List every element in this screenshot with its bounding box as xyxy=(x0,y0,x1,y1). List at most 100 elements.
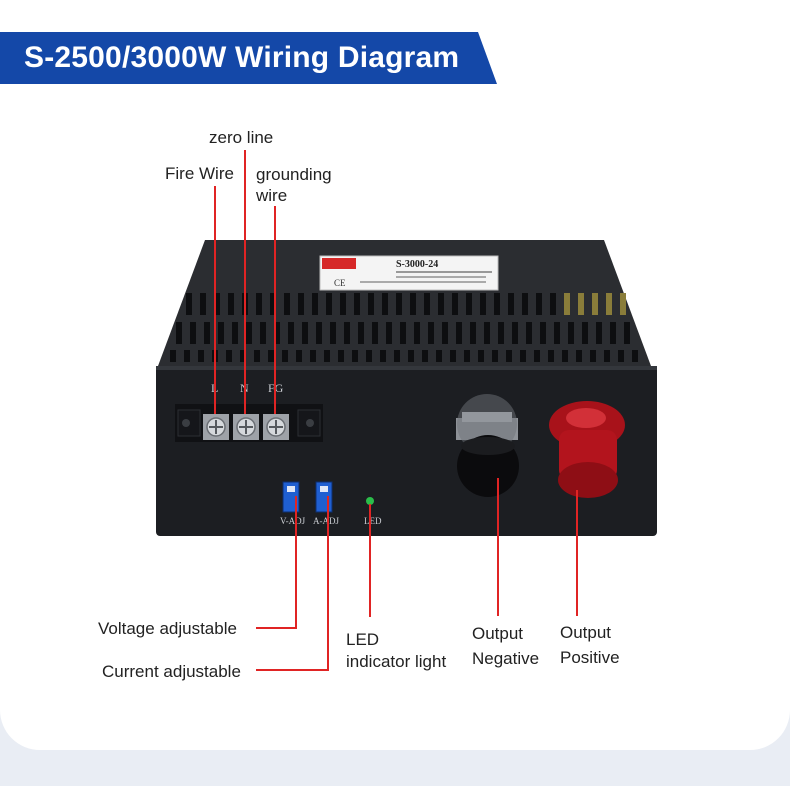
vent-slot xyxy=(550,293,556,315)
vent-slot xyxy=(254,350,260,362)
vent-slot xyxy=(624,322,630,344)
vent-slot xyxy=(400,322,406,344)
a-adj-label: A-ADJ xyxy=(313,516,339,526)
vent-slot xyxy=(270,293,276,315)
current-adjust-pointer-h xyxy=(256,669,329,671)
vent-slot xyxy=(372,322,378,344)
led-pointer xyxy=(369,504,371,617)
vent-slot xyxy=(506,350,512,362)
svg-text:CE: CE xyxy=(334,278,346,288)
output-negative-pointer xyxy=(497,478,499,616)
vent-slot xyxy=(604,350,610,362)
page-title: S-2500/3000W Wiring Diagram xyxy=(24,41,460,74)
vent-slot xyxy=(394,350,400,362)
current-adjust-pot xyxy=(315,481,333,513)
fire-wire-pointer xyxy=(214,186,216,414)
vent-slots xyxy=(170,293,638,362)
vent-slot xyxy=(186,293,192,315)
vent-slot xyxy=(442,322,448,344)
led-indicator-label-line1: LED xyxy=(346,630,380,649)
vent-slot xyxy=(340,293,346,315)
vent-slot xyxy=(382,293,388,315)
vent-slot xyxy=(562,350,568,362)
vent-slot xyxy=(260,322,266,344)
vent-slot xyxy=(424,293,430,315)
grounding-wire-label-line2: wire xyxy=(256,186,288,205)
voltage-adjust-pointer-h xyxy=(256,627,297,629)
vent-slot xyxy=(456,322,462,344)
power-supply-illustration: S-3000-24 CE xyxy=(156,240,657,536)
vent-slot xyxy=(240,350,246,362)
vent-slot xyxy=(508,293,514,315)
output-negative-label-line1: Output xyxy=(472,624,524,643)
vent-slot xyxy=(422,350,428,362)
negative-output-knob xyxy=(456,394,519,497)
terminal-screw-n xyxy=(233,414,259,440)
led-label: LED xyxy=(364,516,382,526)
positive-output-knob xyxy=(549,401,625,498)
vent-slot xyxy=(464,350,470,362)
vent-slot xyxy=(246,322,252,344)
zero-line-pointer xyxy=(244,150,246,414)
vent-slot xyxy=(284,293,290,315)
vent-slot xyxy=(632,350,638,362)
vent-slot xyxy=(302,322,308,344)
vent-slot xyxy=(526,322,532,344)
vent-slot xyxy=(366,350,372,362)
vent-slot xyxy=(564,293,570,315)
vent-slot xyxy=(214,293,220,315)
vent-slot xyxy=(386,322,392,344)
vent-slot xyxy=(232,322,238,344)
vent-slot xyxy=(606,293,612,315)
vent-slot xyxy=(310,350,316,362)
vent-slot xyxy=(198,350,204,362)
terminal-screw-fg xyxy=(263,414,289,440)
vent-slot xyxy=(452,293,458,315)
grounding-wire-label-line1: grounding xyxy=(256,165,332,184)
vent-slot xyxy=(520,350,526,362)
output-positive-pointer xyxy=(576,490,578,616)
vent-slot xyxy=(282,350,288,362)
vent-slot xyxy=(548,350,554,362)
grounding-wire-pointer xyxy=(274,206,276,414)
vent-slot xyxy=(492,350,498,362)
vent-slot xyxy=(484,322,490,344)
vent-slot xyxy=(352,350,358,362)
vent-slot xyxy=(330,322,336,344)
vent-slot xyxy=(438,293,444,315)
vent-slot xyxy=(268,350,274,362)
vent-slot xyxy=(326,293,332,315)
vent-slot xyxy=(554,322,560,344)
vent-slot xyxy=(368,293,374,315)
vent-slot xyxy=(226,350,232,362)
vent-slot xyxy=(618,350,624,362)
vent-slot xyxy=(512,322,518,344)
vent-slot xyxy=(344,322,350,344)
vent-slot xyxy=(184,350,190,362)
vent-slot xyxy=(578,293,584,315)
vent-slot xyxy=(540,322,546,344)
vent-slot xyxy=(534,350,540,362)
vent-slot xyxy=(274,322,280,344)
vent-slot xyxy=(596,322,602,344)
zero-line-label: zero line xyxy=(209,128,274,147)
vent-slot xyxy=(408,350,414,362)
vent-slot xyxy=(204,322,210,344)
led-dot xyxy=(366,497,374,505)
vent-slot xyxy=(620,293,626,315)
vent-slot xyxy=(466,293,472,315)
vent-slot xyxy=(494,293,500,315)
vent-slot xyxy=(568,322,574,344)
vent-slot xyxy=(324,350,330,362)
v-adj-label: V-ADJ xyxy=(280,516,306,526)
vent-slot xyxy=(610,322,616,344)
led-indicator-label-line2: indicator light xyxy=(346,652,447,671)
current-adjust-pointer-v xyxy=(327,496,329,671)
vent-slot xyxy=(450,350,456,362)
vent-slot xyxy=(498,322,504,344)
voltage-adjustable-label: Voltage adjustable xyxy=(98,619,237,638)
vent-slot xyxy=(414,322,420,344)
vent-slot xyxy=(358,322,364,344)
vent-slot xyxy=(582,322,588,344)
diagram-card: S-2500/3000W Wiring Diagram S-3000-24 CE xyxy=(0,0,790,750)
